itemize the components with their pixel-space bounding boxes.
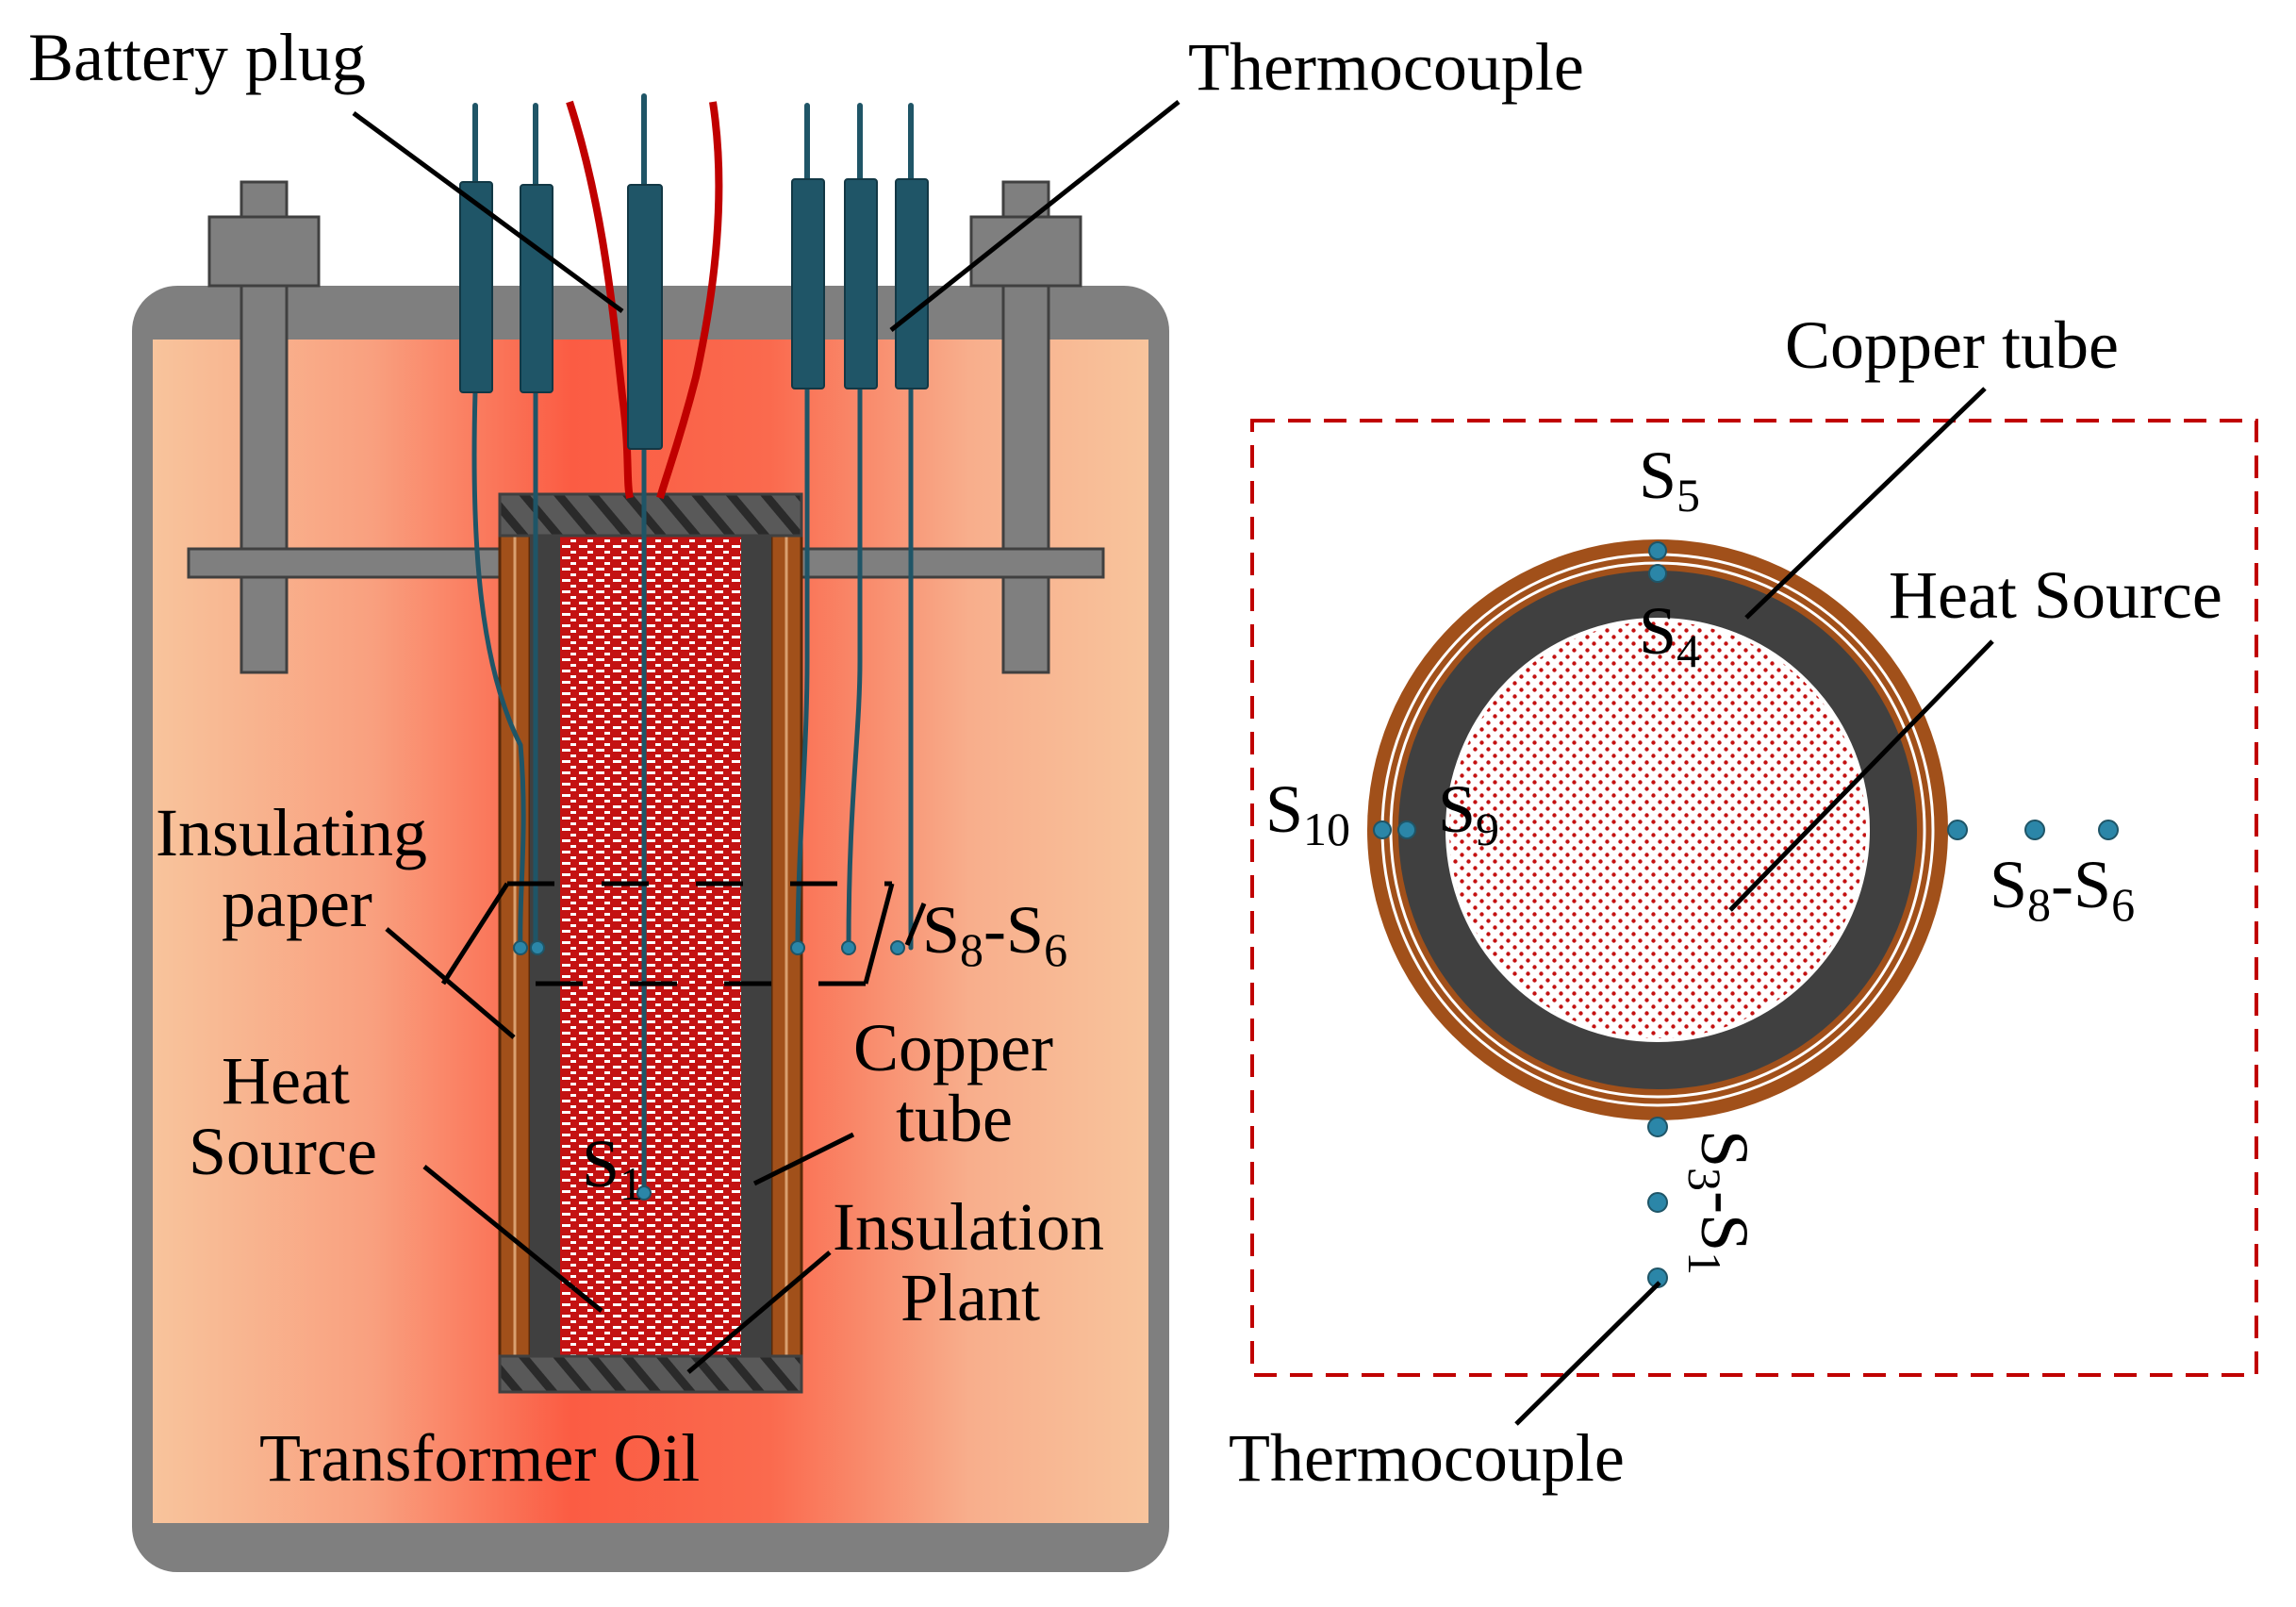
label-copper-tube-right: Copper tube — [1785, 307, 2119, 383]
sensor-point — [790, 940, 805, 955]
sensor-point — [530, 940, 545, 955]
thermocouple-handle — [459, 181, 493, 393]
label-transformer-oil: Transformer Oil — [259, 1420, 700, 1496]
label-sensor-s9: S9 — [1438, 771, 1499, 855]
sensor-point-s3 — [1647, 1117, 1668, 1137]
label-heat-source-right: Heat Source — [1889, 557, 2222, 633]
tube-assembly-side-view — [498, 492, 803, 1394]
label-copper-tube-left-line1: Copper — [853, 1010, 1053, 1085]
sensor-point-s6 — [2098, 820, 2119, 840]
label-sensor-s8-s6-right: S8-S6 — [1990, 847, 2135, 931]
leader-lines-left — [352, 100, 1181, 1374]
section-plane — [440, 881, 895, 986]
label-thermocouple-bottom: Thermocouple — [1229, 1420, 1625, 1496]
sensor-point — [841, 940, 856, 955]
label-copper-tube-left-line2: tube — [896, 1081, 1013, 1156]
sensor-points-left — [513, 940, 905, 1201]
insulation-plate-top — [498, 492, 803, 538]
sensor-point-s8 — [1947, 820, 1968, 840]
sensor-point — [513, 940, 528, 955]
sensor-point-s4 — [1648, 564, 1667, 583]
label-insulating-paper-line1: Insulating — [156, 795, 427, 870]
thermocouple-handle — [844, 178, 878, 389]
label-heat-source-left-line1: Heat — [222, 1043, 350, 1118]
label-battery-plug: Battery plug — [28, 20, 366, 95]
left-bolt — [207, 180, 321, 674]
heat-source-section — [1445, 618, 1870, 1042]
insulation-plate-bottom — [498, 1354, 803, 1394]
label-sensor-s5: S5 — [1639, 438, 1700, 522]
section-view-frame — [1250, 419, 2258, 1377]
label-sensor-s1: S1 — [582, 1126, 643, 1210]
sensor-point — [890, 940, 905, 955]
tube-cross-section — [1367, 539, 1948, 1120]
thermocouple-handle — [895, 178, 929, 389]
sensor-point-s9 — [1397, 820, 1416, 839]
label-heat-source-left-line2: Source — [189, 1114, 377, 1189]
battery-plug-handle — [627, 184, 663, 450]
sensor-points-right — [1373, 541, 2119, 1288]
thermocouple-handle — [791, 178, 825, 389]
thermocouples — [471, 93, 914, 1196]
leader-lines-right — [1514, 387, 1994, 1426]
label-insulation-plant-line1: Insulation — [833, 1189, 1104, 1265]
sensor-point-s7 — [2024, 820, 2045, 840]
sensor-point-s2 — [1647, 1192, 1668, 1213]
label-sensor-s8-s6-left: S8-S6 — [922, 892, 1067, 976]
label-sensor-s3-s1: S3-S1 — [1678, 1130, 1762, 1275]
label-sensor-s4: S4 — [1639, 593, 1700, 677]
copper-tube-wall-right — [741, 533, 771, 1358]
label-insulation-plant-line2: Plant — [900, 1260, 1040, 1335]
sensor-point-s10 — [1373, 820, 1392, 839]
label-sensor-s10: S10 — [1265, 771, 1350, 855]
thermocouple-handles — [459, 178, 929, 450]
label-thermocouple-top: Thermocouple — [1188, 29, 1584, 105]
heat-source-core — [560, 533, 741, 1358]
sensor-point — [636, 1185, 652, 1201]
sensor-point-s5 — [1648, 541, 1667, 560]
thermocouple-handle — [520, 184, 553, 393]
battery-wires — [566, 100, 723, 500]
label-insulating-paper-line2: paper — [222, 866, 372, 941]
